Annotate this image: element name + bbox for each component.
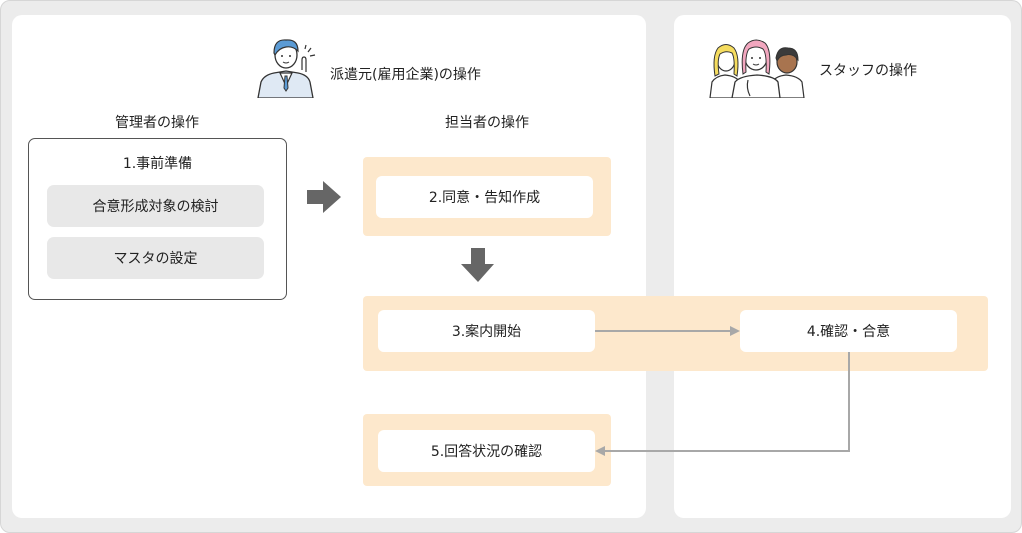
company-operations-title: 派遣元(雇用企業)の操作: [330, 67, 481, 83]
staff-operations-panel: [674, 15, 1011, 518]
consensus-target-review-item: 合意形成対象の検討: [47, 185, 264, 227]
arrow-right-to-operator: [307, 181, 341, 213]
arrow-down-to-step3: [461, 248, 494, 282]
step-guide-start: 3.案内開始: [378, 310, 595, 352]
step-consent-notice: 2.同意・告知作成: [376, 176, 593, 218]
master-settings-item: マスタの設定: [47, 237, 264, 279]
preparation-title: 1.事前準備: [122, 156, 193, 172]
step-confirm-agree: 4.確認・合意: [740, 310, 957, 352]
operator-operations-title: 担当者の操作: [445, 115, 529, 131]
step-check-responses: 5.回答状況の確認: [378, 430, 595, 472]
preparation-box: 1.事前準備 合意形成対象の検討 マスタの設定: [28, 138, 287, 300]
businessman-icon: [257, 39, 316, 98]
staff-operations-title: スタッフの操作: [819, 63, 917, 79]
staff-group-icon: [709, 39, 805, 98]
arrow-step4-to-step5: [595, 352, 850, 456]
admin-operations-title: 管理者の操作: [115, 115, 199, 131]
